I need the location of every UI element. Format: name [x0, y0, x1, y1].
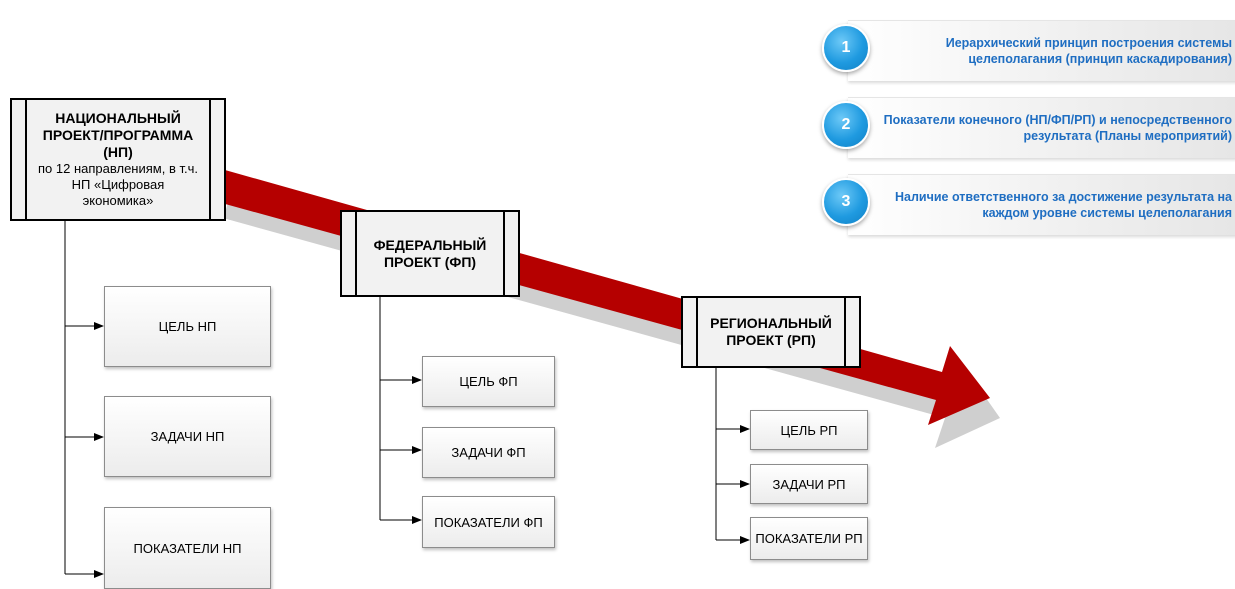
np-tasks-box: ЗАДАЧИ НП: [104, 396, 271, 477]
principle-card-3: Наличие ответственного за достижение рез…: [848, 174, 1235, 235]
national-project-box: НАЦИОНАЛЬНЫЙ ПРОЕКТ/ПРОГРАММА (НП) по 12…: [10, 98, 226, 221]
principle-text-3: Наличие ответственного за достижение рез…: [895, 190, 1232, 220]
principle-text-1: Иерархический принцип построения системы…: [945, 36, 1232, 66]
principle-card-2: Показатели конечного (НП/ФП/РП) и непоср…: [848, 97, 1235, 158]
principle-number-badge-1: 1: [822, 24, 870, 72]
regional-project-box: РЕГИОНАЛЬНЫЙ ПРОЕКТ (РП): [681, 296, 861, 368]
np-goal-box: ЦЕЛЬ НП: [104, 286, 271, 367]
fp-tasks-box: ЗАДАЧИ ФП: [422, 427, 555, 478]
federal-project-title: ФЕДЕРАЛЬНЫЙ ПРОЕКТ (ФП): [373, 236, 487, 270]
rp-tasks-box: ЗАДАЧИ РП: [750, 464, 868, 504]
regional-project-title: РЕГИОНАЛЬНЫЙ ПРОЕКТ (РП): [710, 315, 832, 348]
principle-number-badge-2: 2: [822, 101, 870, 149]
national-project-description: по 12 направлениям, в т.ч. НП «Цифровая …: [38, 161, 198, 208]
federal-project-box: ФЕДЕРАЛЬНЫЙ ПРОЕКТ (ФП): [340, 210, 520, 297]
np-indicators-box: ПОКАЗАТЕЛИ НП: [104, 507, 271, 589]
fp-goal-box: ЦЕЛЬ ФП: [422, 356, 555, 407]
principle-text-2: Показатели конечного (НП/ФП/РП) и непоср…: [883, 113, 1232, 143]
fp-indicators-box: ПОКАЗАТЕЛИ ФП: [422, 496, 555, 548]
national-project-title: НАЦИОНАЛЬНЫЙ ПРОЕКТ/ПРОГРАММА (НП): [42, 110, 194, 160]
principle-card-1: Иерархический принцип построения системы…: [848, 20, 1235, 81]
principle-number-badge-3: 3: [822, 178, 870, 226]
rp-indicators-box: ПОКАЗАТЕЛИ РП: [750, 517, 868, 560]
rp-goal-box: ЦЕЛЬ РП: [750, 410, 868, 450]
